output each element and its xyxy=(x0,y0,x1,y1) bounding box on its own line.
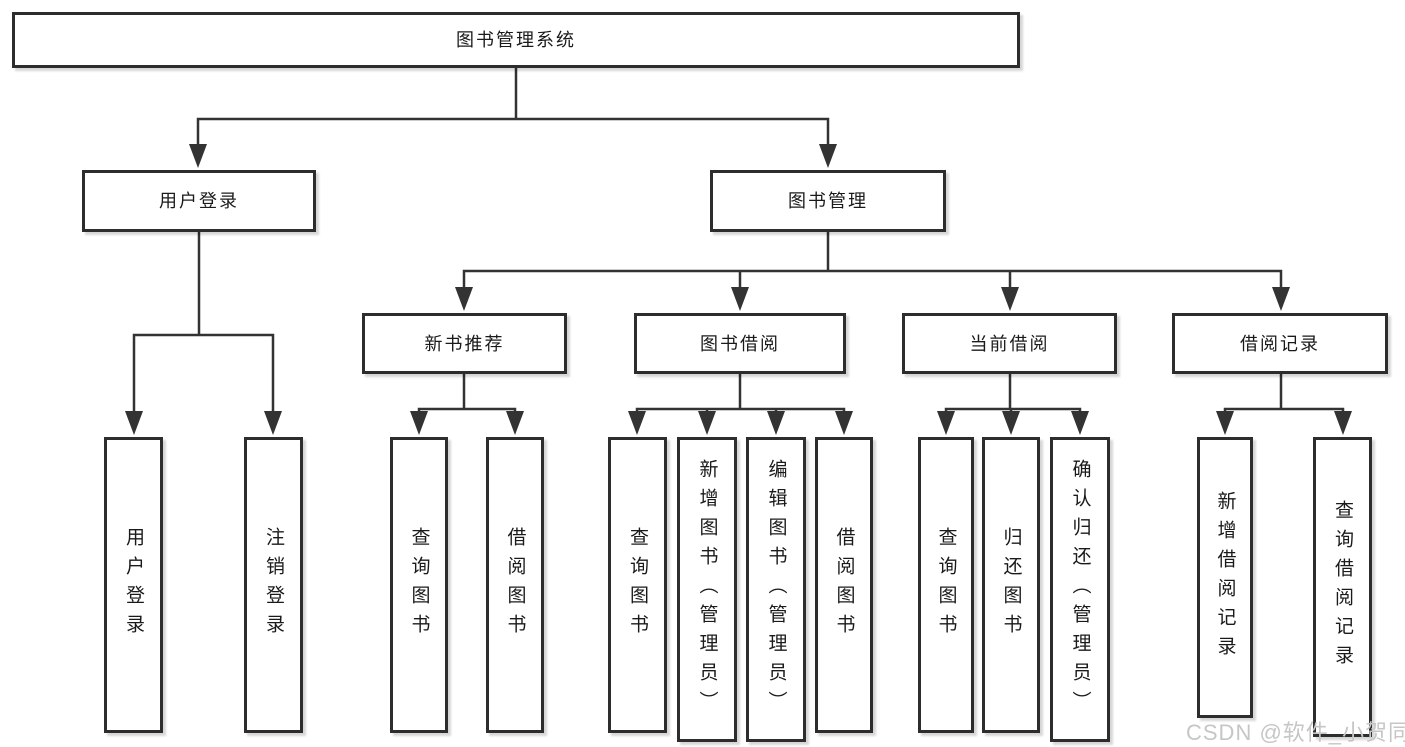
node-borrow-records: 借阅记录 xyxy=(1172,313,1388,374)
arrow-down-icon xyxy=(628,411,646,435)
arrow-down-icon xyxy=(819,144,837,168)
node-user-login-group: 用户登录 xyxy=(82,170,316,232)
arrow-down-icon xyxy=(767,411,785,435)
leaf-confirm-return-admin: 确认归还（管理员） xyxy=(1050,437,1110,742)
arrow-down-icon xyxy=(1002,411,1020,435)
leaf-borrow-book-recommend: 借阅图书 xyxy=(486,437,544,733)
arrow-down-icon xyxy=(410,411,428,435)
node-book-borrowing: 图书借阅 xyxy=(634,313,846,374)
leaf-user-login: 用户登录 xyxy=(104,437,163,733)
node-new-book-recommend: 新书推荐 xyxy=(362,313,567,374)
arrow-down-icon xyxy=(264,411,282,435)
arrow-down-icon xyxy=(1334,411,1352,435)
connector-book-management-to-level3 xyxy=(462,230,1283,294)
leaf-edit-book-admin: 编辑图书（管理员） xyxy=(746,437,806,742)
arrow-down-icon xyxy=(937,411,955,435)
arrow-down-icon xyxy=(835,411,853,435)
connector-new-book-recommend-to-leaves xyxy=(417,372,517,418)
connector-current-borrowing-to-leaves xyxy=(944,372,1082,418)
leaf-logout: 注销登录 xyxy=(244,437,303,733)
node-current-borrowing: 当前借阅 xyxy=(902,313,1117,374)
leaf-return-book: 归还图书 xyxy=(982,437,1040,733)
arrow-down-icon xyxy=(731,287,749,311)
arrow-down-icon xyxy=(455,287,473,311)
connector-borrow-records-to-leaves xyxy=(1223,372,1345,418)
arrow-down-icon xyxy=(506,411,524,435)
node-book-management: 图书管理 xyxy=(710,170,946,232)
arrow-down-icon xyxy=(1272,287,1290,311)
arrowheads xyxy=(125,144,1352,435)
connector-user-login-to-leaves xyxy=(132,230,275,418)
leaf-query-book-borrowing: 查询图书 xyxy=(608,437,667,733)
connector-lines xyxy=(132,66,1345,418)
arrow-down-icon xyxy=(125,411,143,435)
leaf-add-borrow-record: 新增借阅记录 xyxy=(1197,437,1253,718)
arrow-down-icon xyxy=(189,144,207,168)
leaf-add-book-admin: 新增图书（管理员） xyxy=(677,437,737,742)
arrow-down-icon xyxy=(1001,287,1019,311)
node-system-root: 图书管理系统 xyxy=(12,12,1020,68)
leaf-query-borrow-record: 查询借阅记录 xyxy=(1313,437,1372,737)
connector-root-to-level2 xyxy=(196,66,830,152)
arrow-down-icon xyxy=(1071,411,1089,435)
arrow-down-icon xyxy=(1216,411,1234,435)
connector-book-borrowing-to-leaves xyxy=(635,372,846,418)
leaf-query-book-current: 查询图书 xyxy=(918,437,974,733)
leaf-query-book-recommend: 查询图书 xyxy=(390,437,448,733)
leaf-borrow-book-borrowing: 借阅图书 xyxy=(815,437,873,733)
arrow-down-icon xyxy=(698,411,716,435)
